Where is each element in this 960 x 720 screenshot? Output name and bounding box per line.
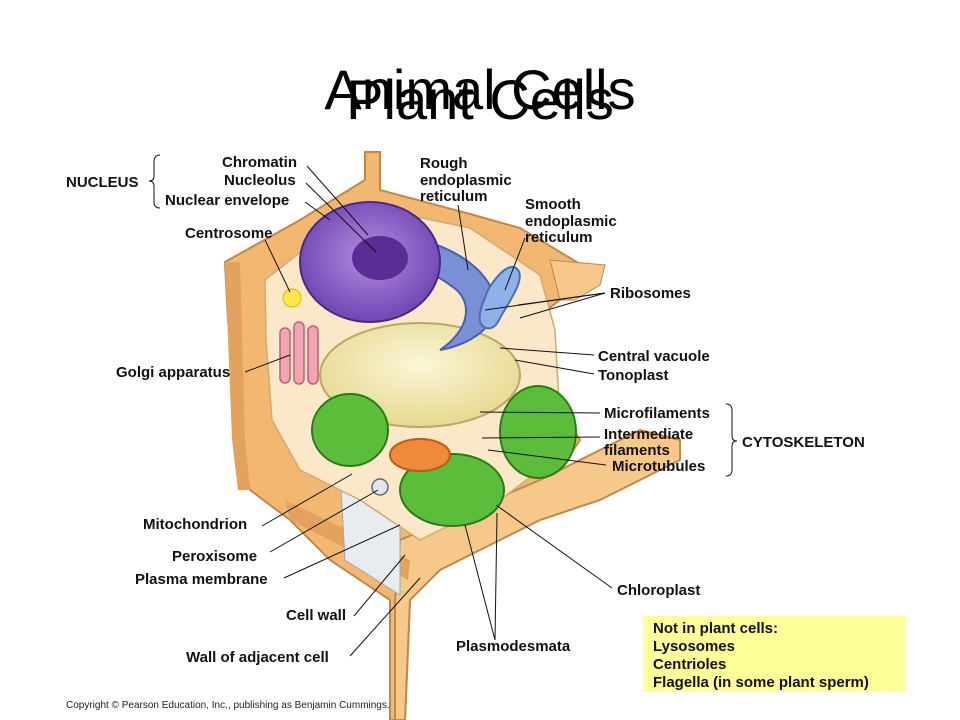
label-tonoplast: Tonoplast	[598, 367, 669, 384]
label-plasmodesmata: Plasmodesmata	[456, 638, 571, 655]
label-central-vacuole: Central vacuole	[598, 348, 710, 365]
nucleolus-shape	[352, 236, 408, 280]
label-peroxisome: Peroxisome	[172, 548, 257, 565]
label-cell-wall: Cell wall	[286, 607, 346, 624]
label-microtubules: Microtubules	[612, 458, 705, 475]
label-nucleus: NUCLEUS	[66, 174, 139, 191]
leader-lines	[244, 165, 613, 657]
cytoskeleton-bracket	[725, 403, 738, 477]
slide-title-overlay-b: Plant Cells	[346, 68, 614, 131]
golgi-shape	[279, 321, 319, 385]
mitochondrion-shape	[389, 438, 451, 472]
not-in-plant-cells-box: Not in plant cells: Lysosomes Centrioles…	[643, 616, 905, 692]
nucleus-bracket	[148, 154, 161, 209]
label-chloroplast: Chloroplast	[617, 582, 700, 599]
label-rough-er-3: reticulum	[420, 188, 488, 205]
label-ribosomes: Ribosomes	[610, 285, 691, 302]
label-smooth-er-3: reticulum	[525, 229, 593, 246]
slide-title-overlay-a: Animal Cells	[324, 58, 636, 121]
centrosome-shape	[282, 288, 302, 308]
note-item-lysosomes: Lysosomes	[653, 638, 735, 655]
label-nucleolus: Nucleolus	[224, 172, 296, 189]
copyright-notice: Copyright © Pearson Education, Inc., pub…	[66, 700, 390, 711]
label-plasma-membrane: Plasma membrane	[135, 571, 268, 588]
label-golgi: Golgi apparatus	[116, 364, 230, 381]
label-smooth-er-2: endoplasmic	[525, 213, 617, 230]
label-nuclear-envelope: Nuclear envelope	[165, 192, 289, 209]
label-intermediate-2: filaments	[604, 442, 670, 459]
label-rough-er-2: endoplasmic	[420, 172, 512, 189]
label-cytoskeleton: CYTOSKELETON	[742, 434, 865, 451]
label-intermediate-1: Intermediate	[604, 426, 693, 443]
note-item-flagella: Flagella (in some plant sperm)	[653, 674, 869, 691]
label-centrosome: Centrosome	[185, 225, 273, 242]
chloroplast-shapes	[311, 385, 577, 527]
label-chromatin: Chromatin	[222, 154, 297, 171]
label-smooth-er-1: Smooth	[525, 196, 581, 213]
note-heading: Not in plant cells:	[653, 620, 779, 637]
smooth-er-shape	[478, 265, 521, 330]
label-rough-er-1: Rough	[420, 155, 467, 172]
label-mitochondrion: Mitochondrion	[143, 516, 247, 533]
note-item-centrioles: Centrioles	[653, 656, 727, 673]
label-microfilaments: Microfilaments	[604, 405, 710, 422]
label-wall-adjacent: Wall of adjacent cell	[186, 649, 329, 666]
